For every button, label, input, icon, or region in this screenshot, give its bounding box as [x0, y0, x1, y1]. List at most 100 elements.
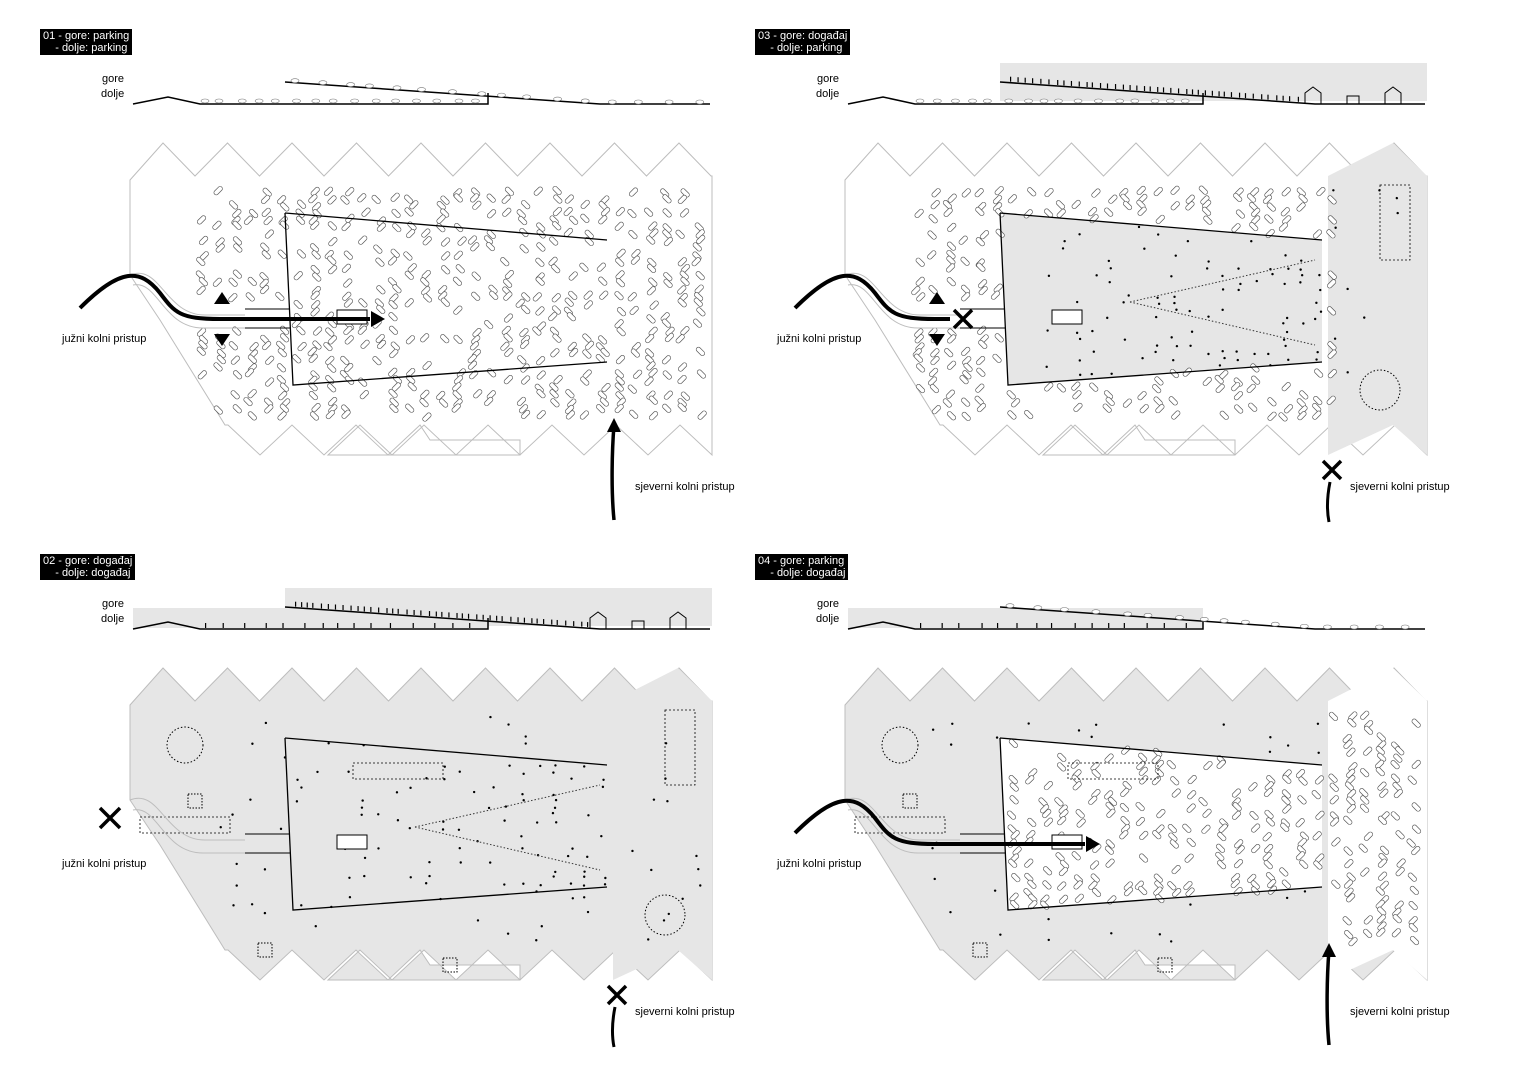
crowd-dot — [1236, 358, 1239, 362]
section-person — [389, 623, 392, 628]
crowd-dot — [1158, 933, 1162, 936]
parked-car — [484, 320, 494, 330]
parked-car — [279, 382, 290, 392]
parked-car — [616, 248, 626, 258]
parked-car — [1026, 830, 1036, 840]
parked-car — [677, 402, 687, 412]
parked-car — [1155, 214, 1165, 224]
parked-car — [457, 236, 467, 246]
scenario-tag-03: 03 - gore: događaj - dolje: parking — [755, 29, 851, 55]
parked-car — [1327, 270, 1337, 280]
event-pavilion — [881, 726, 919, 764]
parked-car — [1379, 845, 1390, 855]
parked-car — [358, 298, 368, 308]
parked-car — [325, 355, 335, 365]
parked-car — [1102, 403, 1112, 413]
parked-car — [551, 264, 561, 274]
access-markers — [793, 273, 1343, 523]
parked-car — [1231, 382, 1241, 392]
parked-car — [915, 257, 925, 267]
parked-car — [1363, 831, 1374, 841]
parked-car — [441, 251, 451, 261]
crowd-dot — [489, 715, 492, 719]
parked-car — [1314, 775, 1325, 785]
parked-car — [360, 339, 370, 349]
parked-car — [249, 342, 259, 352]
parked-car — [1139, 404, 1149, 414]
crowd-dot — [476, 919, 480, 922]
crowd-dot — [488, 861, 492, 864]
north-access-label: sjeverni kolni pristup — [635, 1006, 735, 1018]
parked-car — [1359, 788, 1369, 798]
crowd-dot — [1143, 247, 1146, 250]
crowd-dot — [264, 721, 268, 725]
parked-car — [453, 250, 463, 260]
parked-car — [677, 298, 687, 308]
crowd-dot — [1313, 317, 1317, 321]
event-booth — [1157, 957, 1173, 973]
section-car — [1005, 603, 1015, 608]
crowd-dot — [1315, 358, 1318, 361]
parked-car — [1393, 753, 1403, 763]
parked-car — [388, 325, 399, 335]
upper-level-edge — [284, 737, 608, 766]
parked-car — [1104, 790, 1114, 800]
parked-car — [975, 206, 985, 217]
parked-car — [312, 340, 322, 350]
parked-car — [536, 389, 546, 399]
parked-car — [307, 347, 317, 357]
north-access-label: sjeverni kolni pristup — [635, 481, 735, 493]
crowd-dot — [1175, 308, 1178, 311]
lower-level-line — [847, 93, 1204, 105]
entrance-building — [1051, 309, 1083, 325]
section-person — [337, 623, 339, 628]
crowd-dot — [508, 764, 511, 767]
south-road — [844, 797, 960, 854]
section-person — [412, 623, 414, 628]
parked-car — [372, 356, 382, 366]
parked-car — [265, 377, 275, 387]
event-pavilion — [166, 726, 204, 764]
parked-car — [1231, 810, 1242, 820]
parked-car — [343, 278, 353, 288]
section-person — [920, 623, 922, 628]
section-person — [1099, 82, 1102, 88]
parked-car — [961, 411, 971, 422]
crowd-dot — [1045, 365, 1048, 369]
parked-car — [1154, 376, 1164, 386]
parked-car — [1327, 349, 1337, 359]
parked-car — [1346, 768, 1356, 778]
parked-car — [421, 286, 431, 296]
parked-car — [928, 214, 938, 224]
section-person — [551, 619, 553, 625]
parked-car — [1377, 815, 1388, 825]
parked-car — [473, 389, 483, 399]
parked-car — [343, 325, 353, 336]
section-person — [1186, 89, 1188, 95]
crowd-dot — [1283, 282, 1286, 286]
parked-car — [1379, 788, 1389, 798]
parked-car — [549, 382, 559, 392]
parked-car — [645, 333, 655, 344]
site-plan — [129, 142, 713, 457]
crowd-dot — [603, 883, 607, 886]
crowd-dot — [951, 722, 954, 725]
parked-car — [1390, 811, 1400, 821]
parked-car — [279, 403, 289, 413]
parked-car — [387, 256, 398, 266]
crowd-dot — [1332, 189, 1335, 192]
parked-car — [1042, 866, 1053, 876]
crowd-dot — [554, 870, 557, 874]
parked-car — [680, 391, 690, 401]
parked-car — [1343, 815, 1353, 825]
parked-car — [452, 382, 462, 392]
parked-car — [947, 360, 957, 370]
upper-level-edge — [999, 212, 1323, 386]
east-strip-zone — [613, 668, 712, 980]
parked-car — [308, 194, 318, 204]
parked-car — [677, 257, 687, 267]
parked-car — [584, 340, 595, 350]
crowd-dot — [1319, 310, 1323, 313]
parked-car — [1024, 872, 1034, 883]
crowd-dot — [1284, 344, 1287, 348]
